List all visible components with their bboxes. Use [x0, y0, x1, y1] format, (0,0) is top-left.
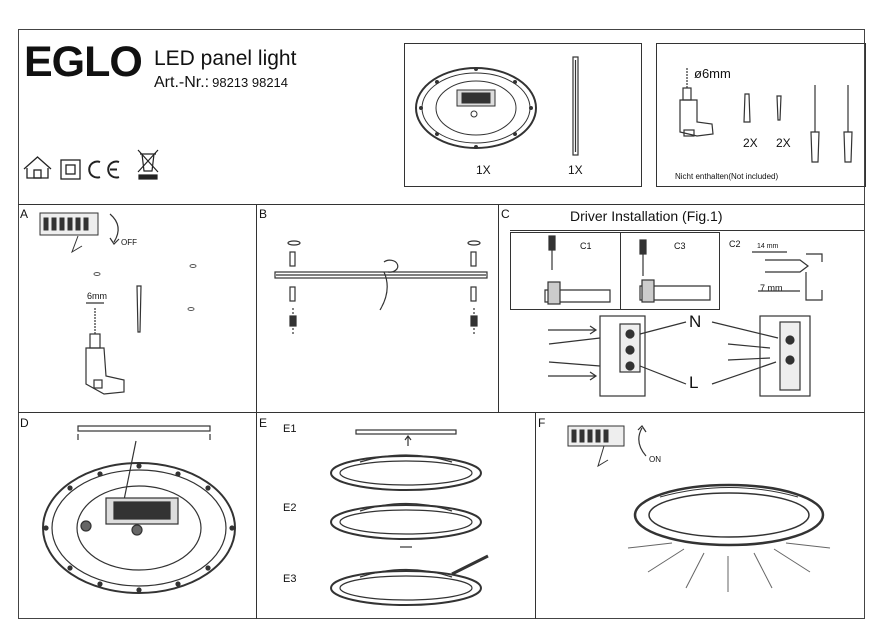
c1-label: C1	[580, 241, 592, 251]
switch-off-label: OFF	[121, 238, 137, 247]
switch-on-label: ON	[649, 455, 661, 464]
e3-label: E3	[283, 573, 297, 585]
drill-icon	[679, 68, 714, 137]
article-number: Art.-Nr.:98213 98214	[154, 74, 288, 92]
e3-panel	[330, 570, 482, 606]
ceiling-hole-right	[467, 240, 481, 246]
mains-cable-left	[548, 337, 601, 367]
dowel-quantity: 2X	[743, 136, 758, 150]
instruction-sheet-frame	[18, 29, 865, 619]
screw-quantity: 2X	[776, 136, 791, 150]
dowel-right	[470, 251, 477, 267]
brand-logo: EGLO	[24, 38, 143, 86]
section-b-label: B	[259, 207, 268, 221]
wall-dowel-icon	[136, 285, 142, 333]
col-divider-bc	[498, 204, 499, 412]
arrow-live-left	[548, 371, 598, 381]
not-included-note: Nicht enthalten(Not included)	[675, 172, 779, 181]
screw-icon	[776, 95, 782, 121]
weee-bin-icon	[137, 149, 159, 180]
product-title: LED panel light	[154, 47, 297, 70]
d-panel-inner	[76, 485, 202, 571]
section-c-label: C	[501, 207, 510, 221]
c1-driver-box	[544, 289, 611, 303]
n-leader-left	[639, 321, 687, 335]
terminal-block-right	[759, 315, 811, 397]
e2-panel	[330, 504, 482, 540]
arrow-neutral-left	[548, 325, 598, 335]
f-panel-inner	[648, 492, 810, 538]
ce-mark-icon	[88, 160, 120, 179]
c-substeps-box	[510, 232, 720, 310]
breaker-switch-icon	[39, 212, 99, 254]
mounting-bracket	[274, 271, 488, 279]
wire-length-label: 7 mm	[760, 283, 783, 293]
screwdriver-icon	[810, 85, 853, 163]
ceiling-hole-left	[287, 240, 301, 246]
section-a-drill-size: 6mm	[87, 291, 107, 301]
e1-panel	[330, 455, 482, 491]
c1-c3-divider	[620, 232, 621, 310]
f-panel-outer	[633, 483, 825, 547]
section-f-label: F	[538, 416, 546, 430]
row-divider-middle	[18, 412, 865, 413]
c3-driver-box	[639, 285, 711, 301]
bracket-quantity: 1X	[568, 163, 583, 177]
article-values: 98213 98214	[212, 75, 289, 90]
e1-label: E1	[283, 423, 297, 435]
driver-title-divider	[510, 230, 864, 231]
panel-top-view	[415, 67, 537, 149]
live-label: L	[689, 373, 699, 392]
ceiling-cable	[383, 259, 399, 273]
e1-bracket	[355, 429, 457, 435]
col-divider-ef	[535, 412, 536, 619]
indoor-house-icon	[23, 156, 52, 179]
rotate-on-arrow-icon	[637, 425, 647, 457]
rotate-off-arrow-icon	[109, 213, 120, 245]
drill-icon	[85, 302, 125, 395]
light-rays-icon	[627, 542, 831, 592]
e1-up-arrow	[404, 435, 412, 446]
stripped-cable	[765, 259, 809, 273]
section-a-label: A	[20, 207, 29, 221]
drill-size-label: ø6mm	[694, 66, 731, 81]
driver-installation-title: Driver Installation (Fig.1)	[570, 208, 723, 224]
strip-length-label: 14 mm	[757, 243, 779, 250]
c3-label: C3	[674, 241, 686, 251]
e3-screwdriver-icon	[451, 554, 489, 576]
section-d-label: D	[20, 416, 29, 430]
col-divider-de	[256, 412, 257, 619]
terminal-block-left	[599, 315, 646, 397]
dowel-left	[289, 251, 296, 267]
e2-label: E2	[283, 502, 297, 514]
c2-label: C2	[729, 239, 741, 249]
l-leader-left	[639, 365, 687, 385]
l-leader-right	[711, 361, 777, 385]
row-divider-top	[18, 204, 865, 205]
ceiling-drill-marks	[93, 264, 197, 311]
mains-cable-right	[727, 343, 771, 361]
package-contents-box	[404, 43, 642, 187]
wall-dowel-icon	[743, 93, 751, 123]
neutral-label: N	[689, 312, 702, 331]
d-panel-outer	[42, 462, 236, 594]
col-divider-ab	[256, 204, 257, 412]
panel-quantity: 1X	[476, 163, 491, 177]
d-mounting-bracket	[77, 425, 211, 432]
tools-box	[656, 43, 866, 187]
section-e-label: E	[259, 416, 268, 430]
mounting-bracket-view	[572, 56, 579, 156]
article-label: Art.-Nr.:	[154, 74, 210, 91]
n-leader-right	[711, 321, 779, 339]
class-ii-icon	[60, 159, 81, 180]
